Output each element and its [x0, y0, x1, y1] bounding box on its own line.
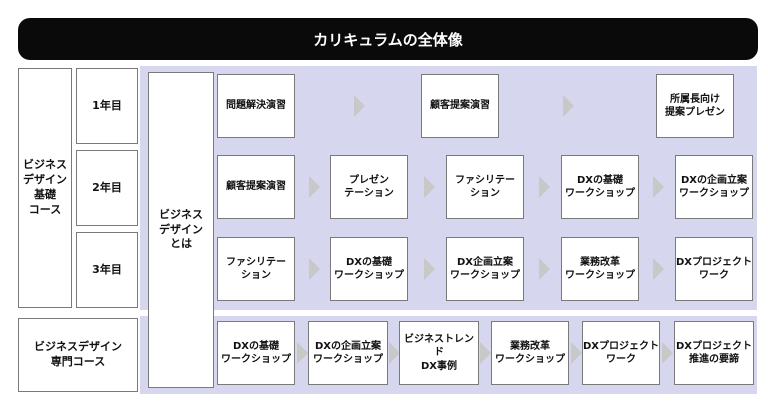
sp-step-3: ビジネストレンド DX事例	[399, 321, 479, 385]
y3-step-2: DXの基礎 ワークショップ	[330, 237, 408, 301]
sp-arrow-5	[662, 342, 673, 364]
y3-arrow-2	[424, 258, 435, 280]
sp-step-5: DXプロジェクト ワーク	[582, 321, 660, 385]
y3-step-4: 業務改革 ワークショップ	[561, 237, 639, 301]
y2-arrow-4	[653, 176, 664, 198]
sp-step-4: 業務改革 ワークショップ	[491, 321, 569, 385]
y3-arrow-3	[539, 258, 550, 280]
y1-step-2: 顧客提案演習	[421, 74, 499, 138]
year1-label: 1年目	[76, 68, 138, 144]
y3-step-5: DXプロジェクト ワーク	[675, 237, 753, 301]
sp-step-6: DXプロジェクト 推進の要諦	[674, 321, 754, 385]
y1-step-3: 所属長向け 提案プレゼン	[656, 74, 734, 138]
y1-arrow-1	[354, 95, 365, 117]
what-is-business-design: ビジネス デザイン とは	[148, 72, 214, 388]
y2-arrow-3	[539, 176, 550, 198]
y2-arrow-1	[309, 176, 320, 198]
sp-step-1: DXの基礎 ワークショップ	[217, 321, 295, 385]
y1-arrow-2	[563, 95, 574, 117]
sp-arrow-1	[297, 342, 308, 364]
year3-label: 3年目	[76, 232, 138, 308]
y2-step-3: ファシリテー ション	[446, 155, 524, 219]
basic-course-label: ビジネス デザイン 基礎 コース	[18, 68, 72, 308]
y2-arrow-2	[424, 176, 435, 198]
sp-step-2: DXの企画立案 ワークショップ	[308, 321, 388, 385]
y2-step-4: DXの基礎 ワークショップ	[561, 155, 639, 219]
y3-arrow-4	[653, 258, 664, 280]
y3-step-3: DX企画立案 ワークショップ	[446, 237, 524, 301]
specialist-course-label: ビジネスデザイン 専門コース	[18, 318, 138, 392]
y1-step-1: 問題解決演習	[217, 74, 295, 138]
sp-arrow-2	[389, 342, 400, 364]
year2-label: 2年目	[76, 150, 138, 226]
curriculum-title: カリキュラムの全体像	[18, 18, 758, 60]
y3-arrow-1	[309, 258, 320, 280]
y2-step-5: DXの企画立案 ワークショップ	[675, 155, 753, 219]
y2-step-2: プレゼン テーション	[330, 155, 408, 219]
y3-step-1: ファシリテー ション	[217, 237, 295, 301]
sp-arrow-3	[480, 342, 491, 364]
sp-arrow-4	[571, 342, 582, 364]
y2-step-1: 顧客提案演習	[217, 155, 295, 219]
